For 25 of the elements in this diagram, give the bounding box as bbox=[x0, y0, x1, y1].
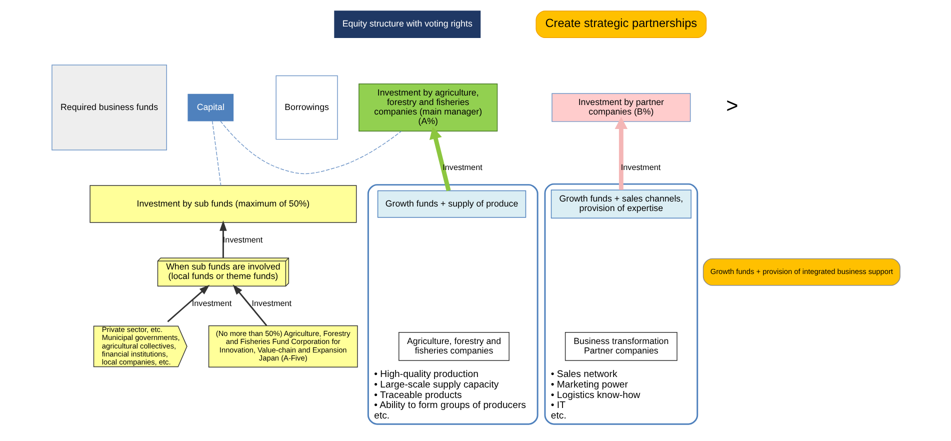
edge-label: Investment bbox=[620, 162, 660, 172]
edge-label: Investment bbox=[251, 298, 292, 308]
arrow bbox=[614, 116, 628, 190]
edge-label: Investment bbox=[191, 298, 232, 308]
connector bbox=[211, 120, 221, 186]
node-box: Borrowings bbox=[275, 75, 338, 140]
arrow bbox=[428, 126, 450, 192]
node-box: Required business funds bbox=[51, 64, 166, 150]
arrow bbox=[219, 220, 226, 258]
arrow bbox=[232, 284, 267, 326]
node-box: Agriculture, forestry and fisheries companies bbox=[398, 332, 509, 361]
connector bbox=[220, 120, 402, 174]
node-box: Growth funds + provision of integrated business support bbox=[702, 258, 900, 286]
node-box: Equity structure with voting rights bbox=[334, 10, 480, 38]
node-box: Growth funds + supply of produce bbox=[376, 190, 526, 218]
node-box: Growth funds + sales channels, provision of expertise bbox=[550, 190, 691, 218]
node-box: Investment by sub funds (maximum of 50%) bbox=[89, 185, 356, 223]
node-box: (No more than 50%) Agriculture, Forestry and Fisheries Fund Corporation for Innovation, Value-chain and Expansion Japan (A-Five) bbox=[208, 325, 358, 368]
node-box: Create strategic partnerships bbox=[535, 10, 706, 38]
node-box: Business transformation Partner companies bbox=[564, 332, 677, 361]
node-box: Capital bbox=[187, 94, 234, 122]
node-box: Investment by agriculture, forestry and fisheries companies (main manager) (A%) bbox=[358, 83, 498, 132]
label: > bbox=[726, 94, 738, 118]
node-box: Investment by partner companies (B%) bbox=[551, 93, 690, 122]
arrow bbox=[166, 284, 210, 322]
